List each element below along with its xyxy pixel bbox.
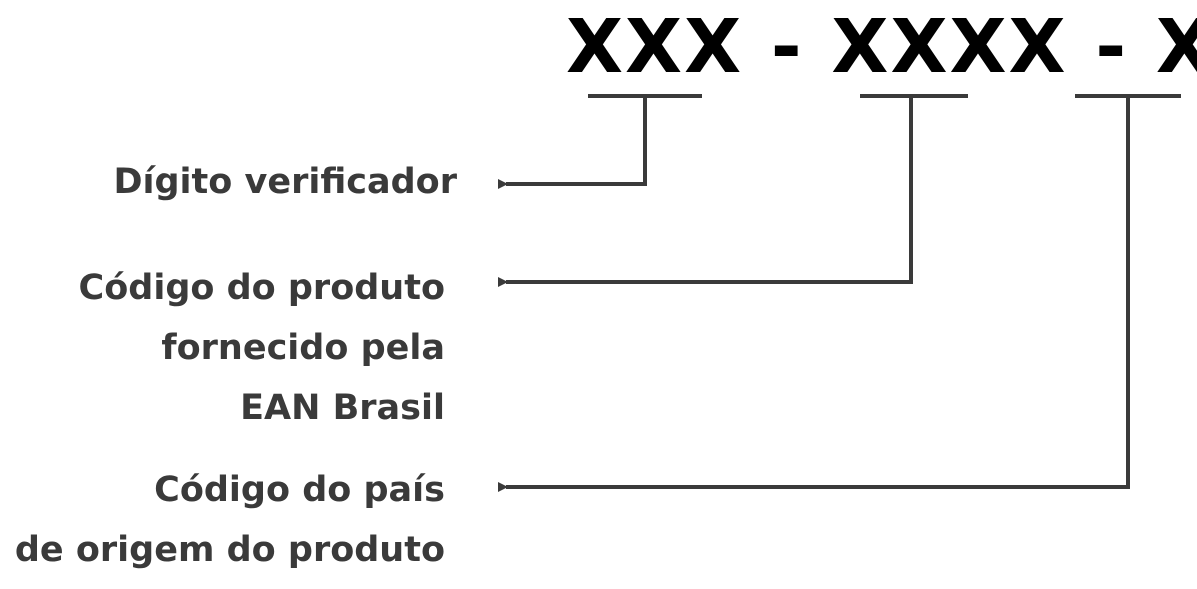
label-line: fornecido pela bbox=[161, 328, 445, 368]
arrow-product-code bbox=[498, 96, 913, 287]
label-line: EAN Brasil bbox=[240, 388, 445, 428]
label-line: Código do produto bbox=[78, 268, 445, 308]
arrow-check-digit bbox=[498, 96, 647, 189]
label-line: de origem do produto bbox=[14, 530, 445, 570]
label-check-digit: Dígito verificador bbox=[113, 152, 457, 212]
label-product-code: Código do produto fornecido pela EAN Bra… bbox=[79, 258, 445, 438]
label-country-code: Código do país de origem do produto bbox=[15, 460, 445, 580]
arrow-country-code bbox=[498, 96, 1130, 492]
label-line: Dígito verificador bbox=[113, 162, 457, 202]
label-line: Código do país bbox=[154, 470, 445, 510]
